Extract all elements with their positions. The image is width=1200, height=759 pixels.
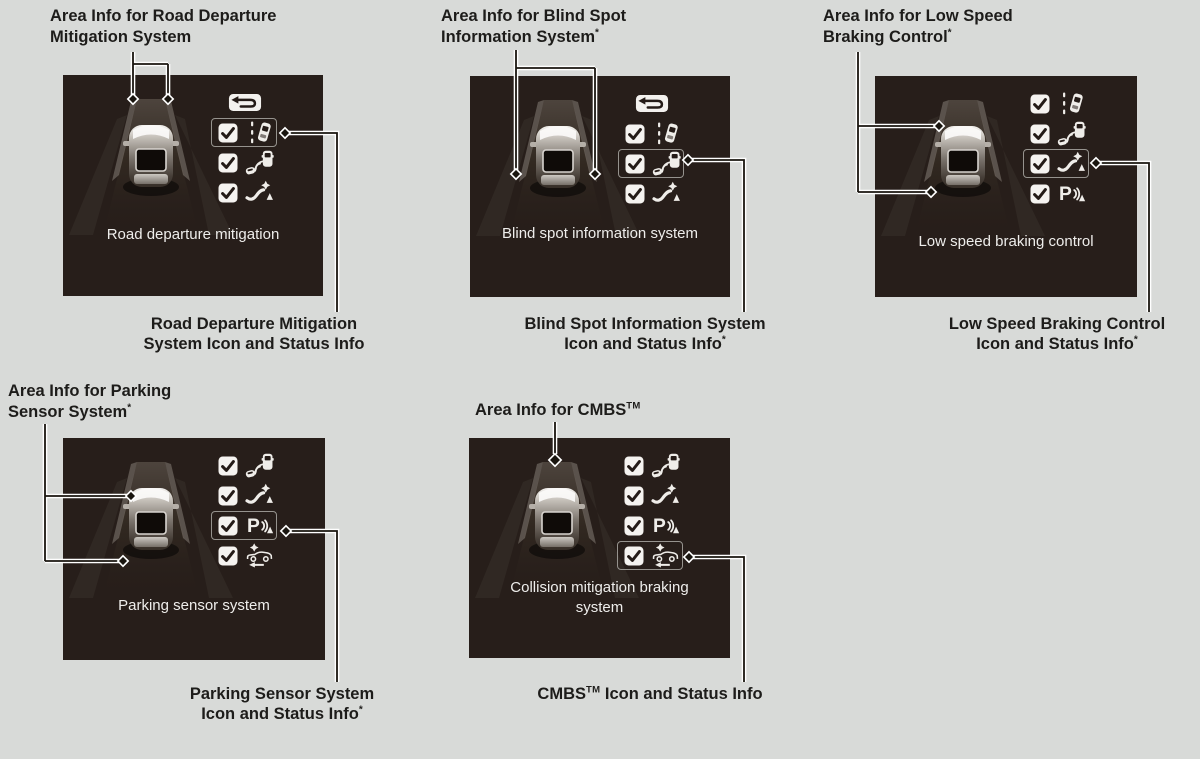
menu-row-road-departure-mitigation[interactable] [1023,89,1089,118]
checkbox-checked-icon[interactable] [1030,94,1050,114]
display-panel-road-departure: Road departure mitigation [63,75,323,296]
menu-row-parking-sensor[interactable] [211,511,277,540]
parking-sensor-icon [245,513,274,538]
low-speed-braking-icon [1057,151,1086,176]
blind-spot-information-icon [245,150,274,175]
checkbox-checked-icon[interactable] [624,546,644,566]
blind-spot-information-icon [1057,121,1086,146]
menu-row-parking-sensor[interactable] [617,511,683,540]
display-panel-blind-spot: Blind spot information system [470,76,730,297]
menu-rows [211,88,277,208]
parking-sensor-icon [651,513,680,538]
checkbox-checked-icon[interactable] [218,546,238,566]
icon-status-label-parking-sensor: Parking Sensor System Icon and Status In… [189,685,375,723]
menu-row-blind-spot-information[interactable] [211,148,277,177]
road-departure-mitigation-icon [1057,91,1086,116]
checkbox-checked-icon[interactable] [218,153,238,173]
menu-row-low-speed-braking[interactable] [211,481,277,510]
road-departure-mitigation-icon [652,121,681,146]
collision-mitigation-braking-icon [245,543,274,568]
menu-row-low-speed-braking[interactable] [1023,149,1089,178]
display-panel-cmbs: Collision mitigation braking system [469,438,730,658]
screen-caption: Blind spot information system [502,225,698,242]
menu-row-parking-sensor[interactable] [1023,179,1089,208]
blind-spot-information-icon [652,151,681,176]
low-speed-braking-icon [245,483,274,508]
checkbox-checked-icon[interactable] [1030,124,1050,144]
blind-spot-information-icon [245,453,274,478]
icon-status-label-low-speed-braking: Low Speed Braking Control Icon and Statu… [948,315,1166,353]
menu-rows [1023,89,1089,209]
menu-rows [211,451,277,571]
checkbox-checked-icon[interactable] [218,456,238,476]
area-info-label-road-departure: Area Info for Road Departure Mitigation … [50,6,276,48]
menu-row-blind-spot-information[interactable] [617,451,683,480]
menu-row-collision-mitigation-braking[interactable] [617,541,683,570]
collision-mitigation-braking-icon [651,543,680,568]
screen-caption: Low speed braking control [918,233,1094,250]
checkbox-checked-icon[interactable] [218,123,238,143]
blind-spot-information-icon [651,453,680,478]
menu-rows [618,89,684,209]
road-departure-mitigation-icon [245,120,274,145]
area-info-label-cmbs: Area Info for CMBSTM [475,400,641,419]
low-speed-braking-icon [245,180,274,205]
menu-row-blind-spot-information[interactable] [211,451,277,480]
area-info-label-parking-sensor: Area Info for Parking Sensor System* [8,382,172,421]
checkbox-checked-icon[interactable] [1030,154,1050,174]
return-arrow-icon [635,94,669,113]
checkbox-checked-icon[interactable] [624,486,644,506]
checkbox-checked-icon[interactable] [625,154,645,174]
menu-row-low-speed-braking[interactable] [618,179,684,208]
area-label-line: Mitigation System [50,28,192,46]
menu-row-blind-spot-information[interactable] [1023,119,1089,148]
area-label-line: Area Info for Road Departure [50,7,277,25]
menu-row-low-speed-braking[interactable] [617,481,683,510]
icon-status-label-cmbs: CMBSTM Icon and Status Info [537,684,763,703]
parking-sensor-icon [1057,181,1086,206]
checkbox-checked-icon[interactable] [218,486,238,506]
screen-caption: Parking sensor system [118,597,270,614]
low-speed-braking-icon [652,181,681,206]
menu-row-road-departure-mitigation[interactable] [618,119,684,148]
return-button-row[interactable] [618,89,684,118]
checkbox-checked-icon[interactable] [1030,184,1050,204]
area-info-label-low-speed-braking: Area Info for Low Speed Braking Control* [823,7,1013,46]
menu-rows [617,451,683,571]
checkbox-checked-icon[interactable] [624,456,644,476]
area-info-label-blind-spot: Area Info for Blind Spot Information Sys… [441,7,627,46]
return-button-row[interactable] [211,88,277,117]
checkbox-checked-icon[interactable] [624,516,644,536]
icon-status-label-blind-spot: Blind Spot Information System Icon and S… [524,315,766,353]
display-panel-parking-sensor: Parking sensor system [63,438,325,660]
checkbox-checked-icon[interactable] [218,516,238,536]
menu-row-collision-mitigation-braking[interactable] [211,541,277,570]
checkbox-checked-icon[interactable] [625,184,645,204]
checkbox-checked-icon[interactable] [625,124,645,144]
icon-status-label-road-departure: Road Departure Mitigation System Icon an… [143,315,365,353]
menu-row-blind-spot-information[interactable] [618,149,684,178]
low-speed-braking-icon [651,483,680,508]
display-panel-low-speed-braking: Low speed braking control [875,76,1137,297]
screen-caption: Road departure mitigation [106,226,280,243]
return-arrow-icon [228,93,262,112]
checkbox-checked-icon[interactable] [218,183,238,203]
menu-row-road-departure-mitigation[interactable] [211,118,277,147]
screen-caption: Collision mitigation braking system [510,579,689,616]
menu-row-low-speed-braking[interactable] [211,178,277,207]
